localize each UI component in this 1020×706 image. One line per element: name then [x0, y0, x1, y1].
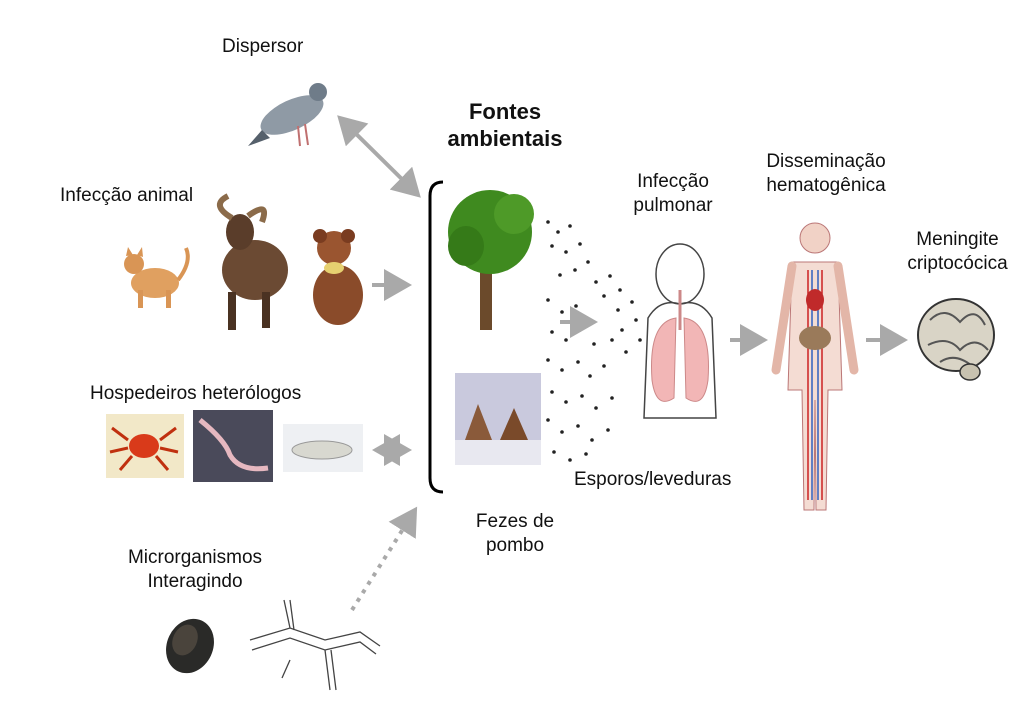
label-disseminacao-line1: Disseminação	[746, 150, 906, 174]
arrow-microorganisms-sources	[352, 510, 415, 610]
label-dispersor: Dispersor	[222, 35, 303, 59]
label-fontes-line1: Fontes	[425, 98, 585, 125]
label-microrganismos-line2: Interagindo	[110, 570, 280, 594]
label-infeccao-pulmonar-line1: Infecção	[618, 170, 728, 194]
label-meningite-line2: criptocócica	[895, 252, 1020, 276]
label-infeccao-animal: Infecção animal	[60, 184, 193, 208]
label-fezes-de-pombo: Fezes de pombo	[460, 510, 570, 558]
label-fontes-ambientais: Fontes ambientais	[425, 98, 585, 152]
label-infeccao-pulmonar: Infecção pulmonar	[618, 170, 728, 218]
label-microrganismos-line1: Microrganismos	[110, 546, 280, 570]
label-esporos: Esporos/leveduras	[574, 468, 731, 492]
hyphae-icon	[250, 600, 380, 690]
label-fezes-line1: Fezes de	[460, 510, 570, 534]
droppings-icon	[455, 373, 541, 465]
label-meningite-line1: Meningite	[895, 228, 1020, 252]
cat-icon	[124, 247, 188, 308]
label-infeccao-pulmonar-line2: pulmonar	[618, 194, 728, 218]
label-meningite: Meningite criptocócica	[895, 228, 1020, 276]
goat-icon	[220, 196, 288, 330]
pigeon-icon	[248, 83, 329, 146]
worm-icon	[193, 410, 273, 482]
yeast-cell-icon	[157, 611, 222, 681]
label-fontes-line2: ambientais	[425, 125, 585, 152]
body-icon	[776, 223, 854, 510]
tree-icon	[448, 190, 534, 330]
sources-bracket	[430, 182, 443, 492]
label-disseminacao-line2: hematogênica	[746, 174, 906, 198]
spores-icon	[546, 220, 642, 462]
mite-icon	[106, 414, 184, 478]
label-disseminacao: Disseminação hematogênica	[746, 150, 906, 198]
arrow-dispersor-sources	[340, 118, 418, 195]
lungs-icon	[644, 244, 716, 418]
brain-icon	[918, 299, 994, 380]
koala-icon	[313, 229, 363, 325]
label-fezes-line2: pombo	[460, 534, 570, 558]
label-microrganismos: Microrganismos Interagindo	[110, 546, 280, 594]
larva-icon	[283, 424, 363, 472]
label-hospedeiros: Hospedeiros heterólogos	[90, 382, 301, 406]
